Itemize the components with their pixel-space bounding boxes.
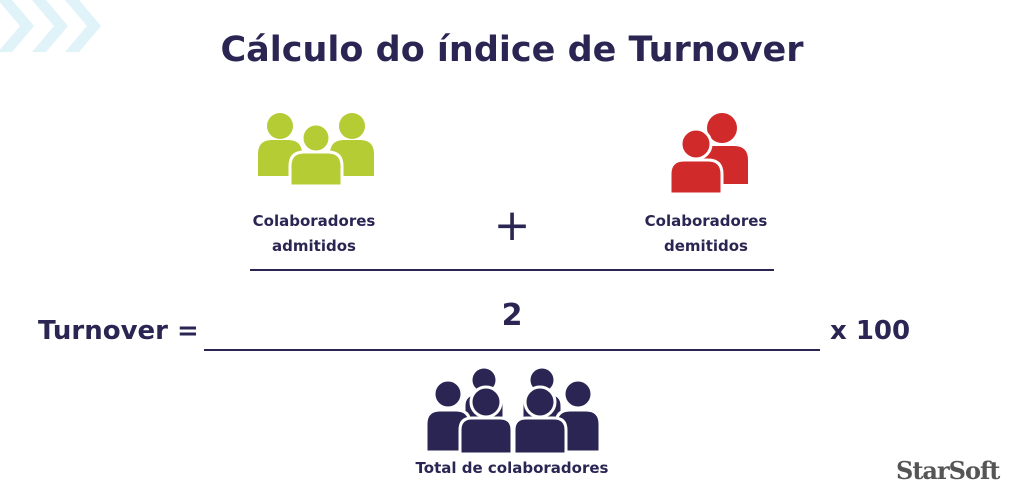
admitted-people-icon [258,113,374,186]
chevrons-decoration [0,0,101,52]
admitted-label-line2: admitidos [272,237,356,255]
dismissed-label: Colaboradores demitidos [626,209,786,259]
dismissed-people-icon [668,113,748,196]
plus-sign: + [493,200,531,251]
dismissed-label-line2: demitidos [664,237,748,255]
total-people-icon [426,365,600,454]
multiplier: x 100 [830,316,911,346]
dismissed-label-line1: Colaboradores [644,212,768,230]
page-title: Cálculo do índice de Turnover [220,30,804,70]
admitted-label-line1: Colaboradores [252,212,376,230]
main-fraction-line [204,349,820,351]
admitted-label: Colaboradores admitidos [234,209,394,259]
turnover-label: Turnover = [38,316,199,346]
total-label: Total de colaboradores [415,459,609,477]
divisor: 2 [501,298,523,333]
brand-logo: StarSoft [896,456,1000,485]
inner-fraction-line [250,269,774,271]
